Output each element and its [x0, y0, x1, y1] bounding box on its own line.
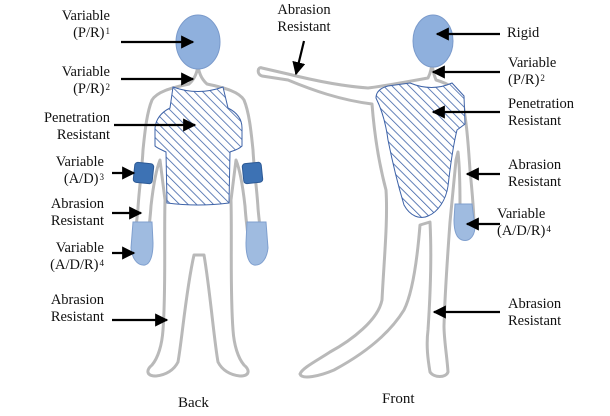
label-back-neck-line2: (P/R)2 [62, 81, 110, 98]
front-figure [256, 14, 476, 379]
back-right-armband [241, 161, 264, 185]
label-back-hand-line1: Variable [55, 240, 104, 256]
label-front-arm-line2: Resistant [277, 19, 331, 35]
label-back-torso: Penetration Resistant [44, 110, 110, 144]
label-front-hand-line1: Variable [497, 206, 546, 222]
label-back-legs: Abrasion Resistant [51, 292, 104, 326]
label-back-hand: Variable (A/D/R)4 [50, 240, 104, 274]
front-head [412, 14, 454, 68]
label-front-neck-line2: (P/R)2 [508, 72, 556, 89]
label-back-head-line2: (P/R)1 [62, 25, 110, 42]
label-front-neck-line1: Variable [508, 55, 557, 71]
label-back-hand-footnote: 4 [99, 258, 105, 268]
label-back-upper-arm: Variable (A/D)3 [56, 154, 104, 188]
label-front-arm-line1: Abrasion [277, 2, 331, 18]
label-front-torso-line2: Resistant [508, 113, 562, 129]
label-back-legs-line1: Abrasion [50, 292, 104, 308]
label-front-hand-footnote: 4 [546, 224, 551, 234]
arrows [112, 27, 500, 327]
label-front-hand: Variable (A/D/R)4 [497, 206, 551, 240]
label-back-upper-arm-line1: Variable [55, 154, 104, 170]
label-back-legs-line2: Resistant [50, 309, 104, 325]
label-back-neck-code: (P/R) [73, 81, 105, 97]
label-front-forearm: Abrasion Resistant [508, 157, 561, 191]
label-front-legs-line2: Resistant [508, 313, 562, 329]
label-back-neck: Variable (P/R)2 [62, 64, 110, 98]
back-figure [130, 14, 269, 378]
label-back-forearm-line1: Abrasion [50, 196, 104, 212]
label-front-forearm-line1: Abrasion [508, 157, 562, 173]
caption-back: Back [178, 395, 209, 411]
front-glove [453, 203, 476, 241]
label-front-torso-line1: Penetration [508, 96, 575, 112]
label-back-upper-arm-code: (A/D) [63, 171, 99, 187]
label-front-head-line1: Rigid [507, 25, 540, 41]
label-back-torso-line1: Penetration [43, 110, 110, 126]
label-back-head-code: (P/R) [73, 25, 105, 41]
label-back-torso-line2: Resistant [56, 127, 110, 143]
label-front-neck-footnote: 2 [540, 73, 545, 83]
label-front-forearm-line2: Resistant [508, 174, 562, 190]
label-front-hand-line2: (A/D/R)4 [497, 223, 551, 240]
label-back-upper-arm-footnote: 3 [99, 172, 105, 182]
caption-front: Front [382, 391, 415, 407]
back-left-armband [132, 161, 155, 185]
label-front-arm: Abrasion Resistant [262, 2, 346, 36]
label-back-upper-arm-line2: (A/D)3 [56, 171, 104, 188]
label-back-head-footnote: 1 [105, 26, 111, 36]
label-back-neck-line1: Variable [61, 64, 110, 80]
back-right-glove [245, 221, 269, 266]
label-back-head-line1: Variable [61, 8, 110, 24]
label-front-neck: Variable (P/R)2 [508, 55, 556, 89]
label-front-neck-code: (P/R) [508, 72, 540, 88]
label-back-head: Variable (P/R)1 [62, 8, 110, 42]
label-back-forearm: Abrasion Resistant [51, 196, 104, 230]
back-vest [154, 86, 243, 206]
arrow-front-arm [292, 40, 306, 76]
back-left-glove [130, 221, 154, 266]
label-front-hand-code: (A/D/R) [497, 223, 546, 239]
label-front-head: Rigid [507, 25, 539, 42]
label-back-forearm-line2: Resistant [50, 213, 104, 229]
label-back-hand-code: (A/D/R) [50, 257, 99, 273]
label-back-hand-line2: (A/D/R)4 [50, 257, 104, 274]
label-back-neck-footnote: 2 [105, 82, 111, 92]
label-front-legs-line1: Abrasion [508, 296, 562, 312]
label-front-legs: Abrasion Resistant [508, 296, 561, 330]
label-front-torso: Penetration Resistant [508, 96, 574, 130]
